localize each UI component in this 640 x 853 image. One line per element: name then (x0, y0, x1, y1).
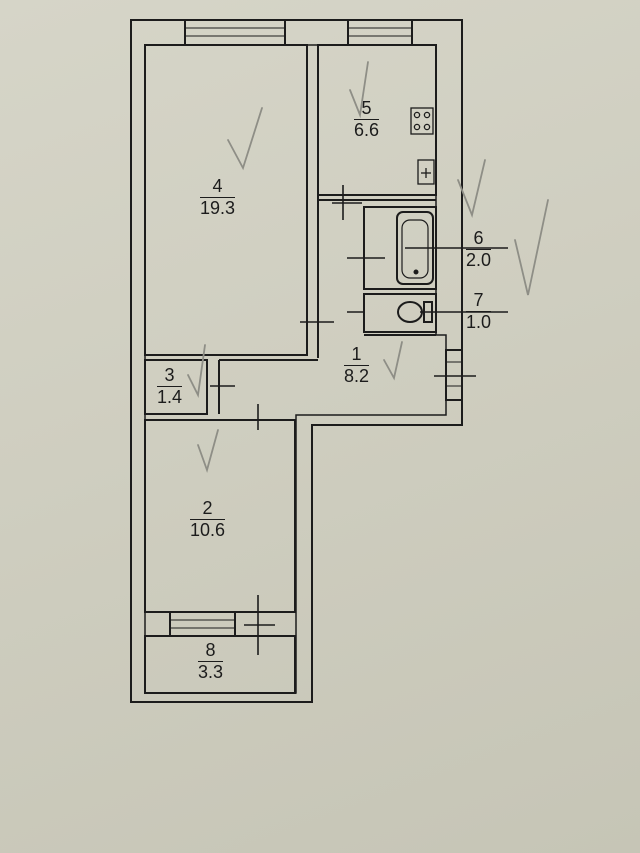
room-area: 3.3 (198, 661, 224, 682)
room-number: 7 (466, 290, 492, 312)
room-number: 8 (198, 640, 224, 662)
entrance-door (445, 349, 463, 401)
room-number: 5 (354, 98, 380, 120)
room-label-1: 1 8.2 (344, 344, 370, 386)
room-area: 2.0 (466, 249, 492, 270)
room-label-7: 7 1.0 (466, 290, 492, 332)
room-area: 1.4 (157, 386, 183, 407)
room-label-6: 6 2.0 (466, 228, 492, 270)
room-area: 10.6 (190, 519, 226, 540)
room-label-4: 4 19.3 (200, 176, 236, 218)
room-number: 2 (190, 498, 226, 520)
bathtub-drain (413, 269, 419, 275)
pencil-marks (187, 61, 549, 473)
room-area: 1.0 (466, 311, 492, 332)
outer-wall (130, 19, 463, 703)
toilet-bowl (397, 301, 423, 323)
sink-icon (417, 159, 435, 185)
room-number: 3 (157, 365, 183, 387)
window-room-5 (347, 19, 413, 46)
room-number: 6 (466, 228, 492, 250)
room-label-8: 8 3.3 (198, 640, 224, 682)
room-label-3: 3 1.4 (157, 365, 183, 407)
bathtub-inner (401, 219, 429, 279)
window-room-4 (184, 19, 286, 46)
room-area: 19.3 (200, 197, 236, 218)
leader-lines (405, 247, 508, 313)
stove-icon (410, 107, 434, 135)
room-7-outline (363, 293, 437, 333)
room-number: 4 (200, 176, 236, 198)
room-number: 1 (344, 344, 370, 366)
window-room-2 (169, 611, 236, 637)
room-label-5: 5 6.6 (354, 98, 380, 140)
room-area: 8.2 (344, 365, 370, 386)
door-ticks (210, 185, 476, 655)
room-area: 6.6 (354, 119, 380, 140)
room-3-outline (144, 359, 208, 415)
room-label-2: 2 10.6 (190, 498, 226, 540)
